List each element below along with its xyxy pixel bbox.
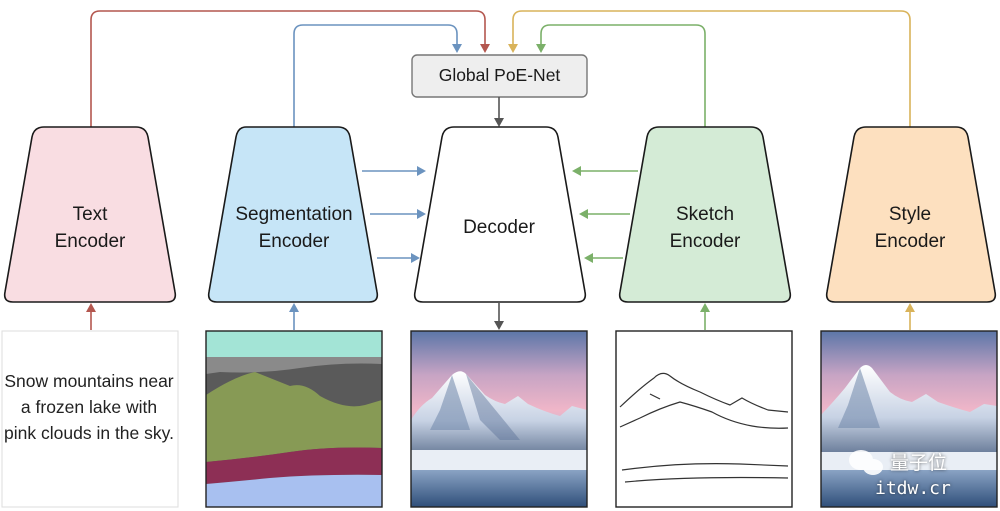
sketch-image [615, 330, 793, 508]
arrow-poe-to-decoder [494, 97, 504, 127]
segmentation-encoder-label-line2: Encoder [258, 231, 330, 252]
connector-sketch-to-poe [536, 24, 706, 127]
decoder-shape [413, 126, 587, 303]
arrows-segmentation-to-decoder [362, 166, 426, 263]
arrow-decoder-output-down [494, 302, 504, 330]
arrow-text-input-up [86, 303, 96, 330]
text-encoder-label-line1: Text [72, 204, 108, 225]
style-encoder-label-line1: Style [888, 204, 932, 225]
text-encoder-label-line2: Encoder [54, 231, 126, 252]
segmentation-encoder-label-line1: Segmentation [235, 204, 353, 225]
style-encoder-shape [825, 126, 997, 303]
arrow-segmentation-input-up [289, 303, 299, 330]
sketch-encoder-label-line1: Sketch [675, 204, 735, 225]
segmentation-map-image [205, 330, 383, 508]
sketch-encoder-label-line2: Encoder [669, 231, 741, 252]
connector-style-to-poe [508, 10, 911, 127]
sketch-encoder-shape [618, 126, 792, 303]
text-input-panel [1, 330, 179, 508]
style-encoder-label-line2: Encoder [874, 231, 946, 252]
arrow-sketch-input-up [700, 303, 710, 330]
watermark-site: itdw.cr [875, 478, 951, 499]
watermark-name: 量子位 [890, 452, 948, 474]
global-poe-net-label: Global PoE-Net [438, 65, 561, 85]
connector-text-to-poe [90, 10, 490, 127]
generated-output-image [410, 330, 588, 508]
text-encoder-shape [3, 126, 177, 303]
connector-segmentation-to-poe [293, 24, 462, 127]
text-input-caption: Snow mountains near a frozen lake with p… [4, 371, 174, 443]
decoder-label: Decoder [463, 217, 535, 238]
segmentation-encoder-shape [207, 126, 379, 303]
wechat-logo-icon [849, 450, 883, 475]
style-reference-image [820, 330, 998, 508]
arrows-sketch-to-decoder [572, 166, 638, 263]
arrow-style-input-up [905, 303, 915, 330]
